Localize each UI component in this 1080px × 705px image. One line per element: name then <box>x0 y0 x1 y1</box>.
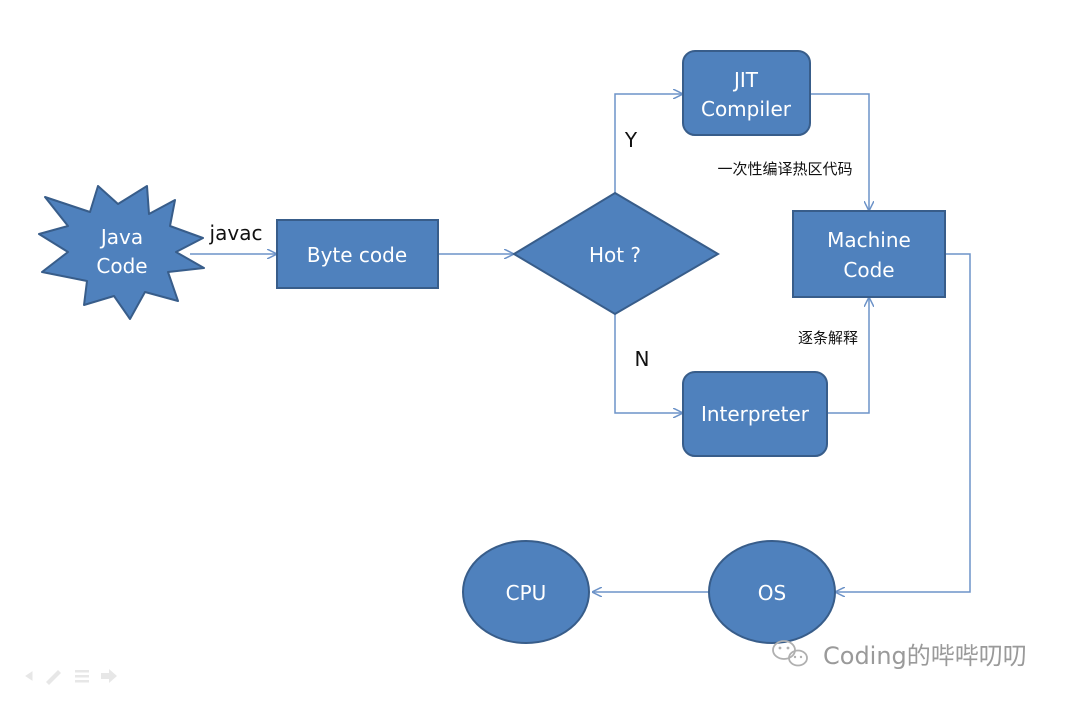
byte-code-node: Byte code <box>276 219 439 289</box>
jit-to-machine-label: 一次性编译热区代码 <box>717 160 852 178</box>
wechat-icon <box>772 640 808 667</box>
hot-decision-node: Hot ? <box>512 191 720 316</box>
interp-to-machine-label: 逐条解释 <box>798 329 858 347</box>
hot-decision-label: Hot ? <box>589 243 641 267</box>
edge-jit-to-machine <box>810 93 869 210</box>
watermark-text: Coding的哔哔叨叨 <box>823 642 1027 670</box>
edge-hot-to-interpreter <box>614 314 682 413</box>
machine-code-label-line1: Machine <box>827 228 911 252</box>
java-code-label-line1: Java <box>99 225 143 249</box>
edge-interpreter-to-machine <box>827 298 869 414</box>
os-label: OS <box>758 581 786 605</box>
os-node: OS <box>708 540 836 644</box>
edges <box>190 93 971 592</box>
edge-hot-to-jit <box>614 94 682 193</box>
interpreter-label: Interpreter <box>701 402 810 426</box>
jit-compiler-node: JIT Compiler <box>682 50 811 136</box>
byte-code-box <box>276 219 439 289</box>
watermark: Coding的哔哔叨叨 <box>772 640 1027 670</box>
cpu-ellipse <box>462 540 590 644</box>
jit-compiler-label-line2: Compiler <box>701 97 792 121</box>
jit-compiler-label-line1: JIT <box>732 68 759 92</box>
interpreter-node: Interpreter <box>682 371 828 457</box>
javac-label: javac <box>209 221 263 245</box>
cpu-label: CPU <box>506 581 547 605</box>
byte-code-label: Byte code <box>307 243 407 267</box>
java-code-starburst <box>38 185 205 320</box>
pen-icon[interactable] <box>46 670 61 685</box>
arrow-right-icon[interactable] <box>101 669 117 683</box>
cpu-node: CPU <box>462 540 590 644</box>
slide-controls[interactable] <box>25 669 117 685</box>
menu-icon[interactable] <box>75 670 89 683</box>
java-code-node: Java Code <box>38 185 205 320</box>
machine-code-label-line2: Code <box>843 258 894 282</box>
yes-label: Y <box>624 128 638 152</box>
os-ellipse <box>708 540 836 644</box>
hot-decision-diamond <box>512 191 720 316</box>
jit-compiler-box <box>682 50 811 136</box>
java-code-label-line2: Code <box>96 254 147 278</box>
edge-machine-to-os <box>836 253 971 592</box>
machine-code-box <box>792 210 946 298</box>
no-label: N <box>635 347 650 371</box>
machine-code-node: Machine Code <box>792 210 946 298</box>
interpreter-box <box>682 371 828 457</box>
arrow-left-icon[interactable] <box>25 671 33 681</box>
